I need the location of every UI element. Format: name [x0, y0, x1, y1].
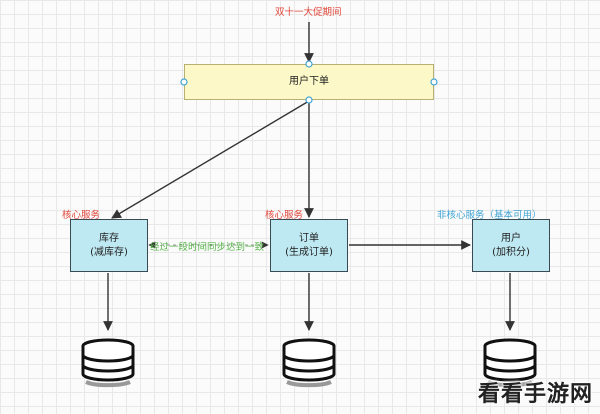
inventory-title: 库存: [99, 232, 119, 244]
user-service-tag: 非核心服务（基本可用）: [437, 210, 542, 221]
user-order-label: 用户下单: [289, 76, 329, 87]
user-order-box: 用户下单: [184, 64, 434, 100]
order-subtitle: (生成订单): [285, 246, 333, 258]
inventory-service-tag: 核心服务: [62, 210, 101, 221]
database-icon: [282, 338, 336, 388]
inventory-service-box: 库存 (减库存): [70, 219, 148, 272]
database-icon: [81, 338, 135, 388]
user-title: 用户: [501, 232, 521, 244]
user-service-box: 用户 (加积分): [472, 219, 550, 272]
promo-period-label: 双十一大促期间: [275, 7, 342, 18]
order-title: 订单: [299, 232, 319, 244]
user-subtitle: (加积分): [492, 246, 530, 258]
database-icon: [483, 338, 537, 388]
order-service-tag: 核心服务: [265, 210, 304, 221]
arrow-order-to-inventory: [111, 100, 310, 219]
order-service-box: 订单 (生成订单): [270, 219, 348, 272]
eventual-consistency-label: 经过一段时间同步达到一致: [150, 242, 265, 253]
watermark-logo: 看看手游网: [478, 382, 594, 407]
inventory-subtitle: (减库存): [90, 246, 128, 258]
